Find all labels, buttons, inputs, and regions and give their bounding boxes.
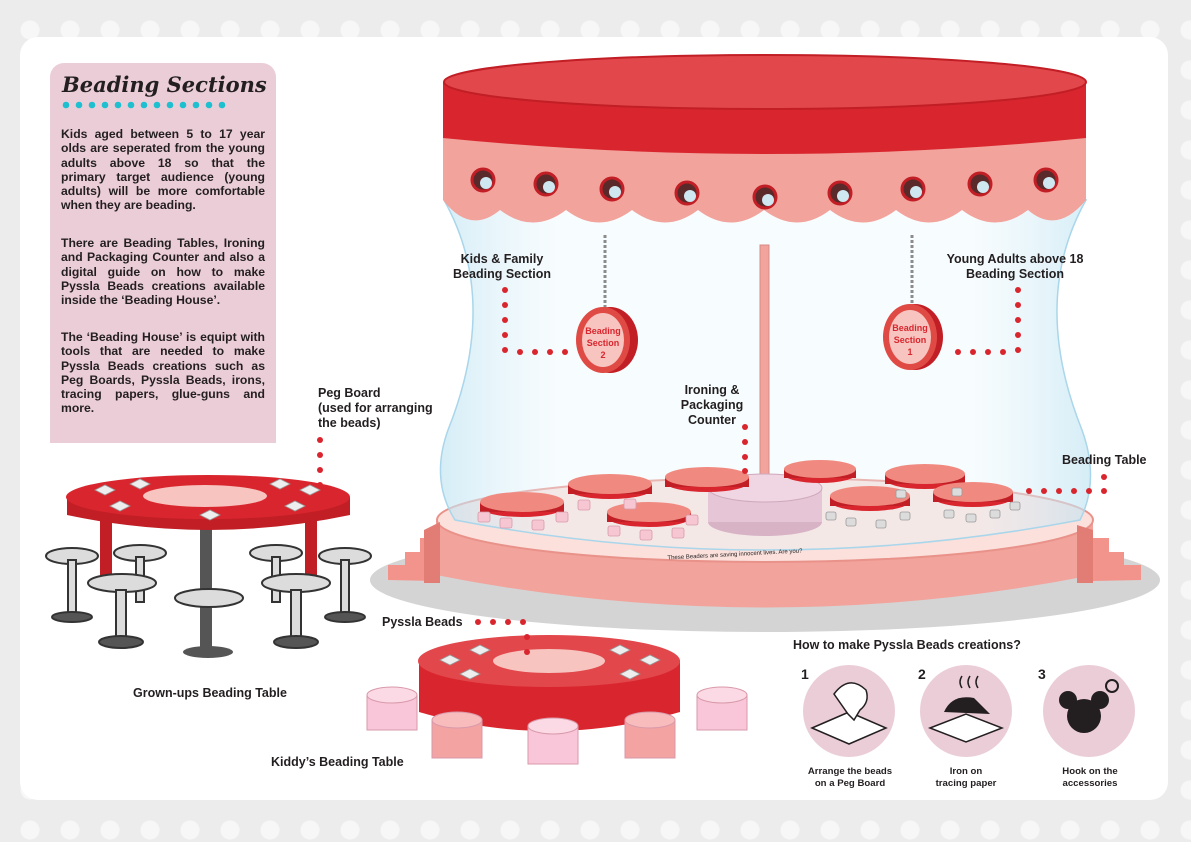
label-ironing-counter: Ironing & Packaging Counter bbox=[680, 383, 744, 427]
howto-title: How to make Pyssla Beads creations? bbox=[793, 638, 1021, 652]
house-table bbox=[568, 474, 652, 499]
label-young-adults-section: Young Adults above 18 Beading Section bbox=[946, 252, 1084, 281]
ironing-counter bbox=[707, 473, 823, 536]
sign2-line3: 2 bbox=[600, 350, 605, 360]
roof-porthole-glass bbox=[480, 177, 1055, 206]
house-table bbox=[665, 467, 749, 492]
kiddy-table-illustration bbox=[366, 635, 748, 765]
house-table bbox=[830, 486, 910, 511]
sign-section-2 bbox=[576, 235, 638, 373]
label-pyssla-beads: Pyssla Beads bbox=[382, 615, 463, 629]
step-2-caption: Iron on tracing paper bbox=[935, 766, 997, 789]
info-paragraph-3: The ‘Beading House’ is equipt with tools… bbox=[61, 330, 265, 416]
info-paragraph-2: There are Beading Tables, Ironing and Pa… bbox=[61, 236, 265, 308]
house-tables bbox=[477, 460, 1021, 541]
grownups-table-illustration bbox=[45, 475, 372, 658]
house-table bbox=[784, 460, 856, 483]
title-dots bbox=[62, 101, 226, 109]
step-2-number: 2 bbox=[918, 666, 926, 682]
house-table bbox=[480, 492, 564, 517]
house-stools-grey bbox=[825, 487, 1021, 529]
step-3-number: 3 bbox=[1038, 666, 1046, 682]
sign2-line2: Section bbox=[587, 338, 620, 348]
step-1-number: 1 bbox=[801, 666, 809, 682]
house-stools bbox=[477, 498, 699, 541]
sign1-line1: Beading bbox=[892, 323, 928, 333]
sign1-line2: Section bbox=[894, 335, 927, 345]
info-box-scallops bbox=[50, 428, 274, 442]
house-table bbox=[933, 482, 1013, 507]
label-kiddy-table: Kiddy’s Beading Table bbox=[271, 755, 404, 769]
bead-bear-keychain-icon bbox=[1059, 679, 1119, 733]
label-grownups-table: Grown-ups Beading Table bbox=[133, 686, 287, 700]
info-paragraph-1: Kids aged between 5 to 17 year olds are … bbox=[61, 127, 265, 213]
dotted-leaders bbox=[317, 287, 1107, 655]
roof bbox=[443, 54, 1087, 223]
label-peg-board: Peg Board (used for arranging the beads) bbox=[318, 386, 433, 430]
sign1-line3: 1 bbox=[907, 347, 912, 357]
house-table bbox=[885, 464, 965, 489]
iron-icon bbox=[927, 675, 1005, 743]
sign2-line1: Beading bbox=[585, 326, 621, 336]
label-kids-family-section: Kids & Family Beading Section bbox=[453, 252, 551, 281]
hand-peg-board-icon bbox=[810, 682, 888, 745]
step-3-caption: Hook on the accessories bbox=[1062, 766, 1118, 789]
info-box bbox=[50, 63, 276, 443]
info-title: Beading Sections bbox=[62, 72, 267, 97]
house-table bbox=[607, 502, 691, 527]
step-1-caption: Arrange the beads on a Peg Board bbox=[807, 766, 893, 789]
label-beading-table: Beading Table bbox=[1062, 453, 1147, 467]
sign-section-1 bbox=[883, 235, 943, 370]
